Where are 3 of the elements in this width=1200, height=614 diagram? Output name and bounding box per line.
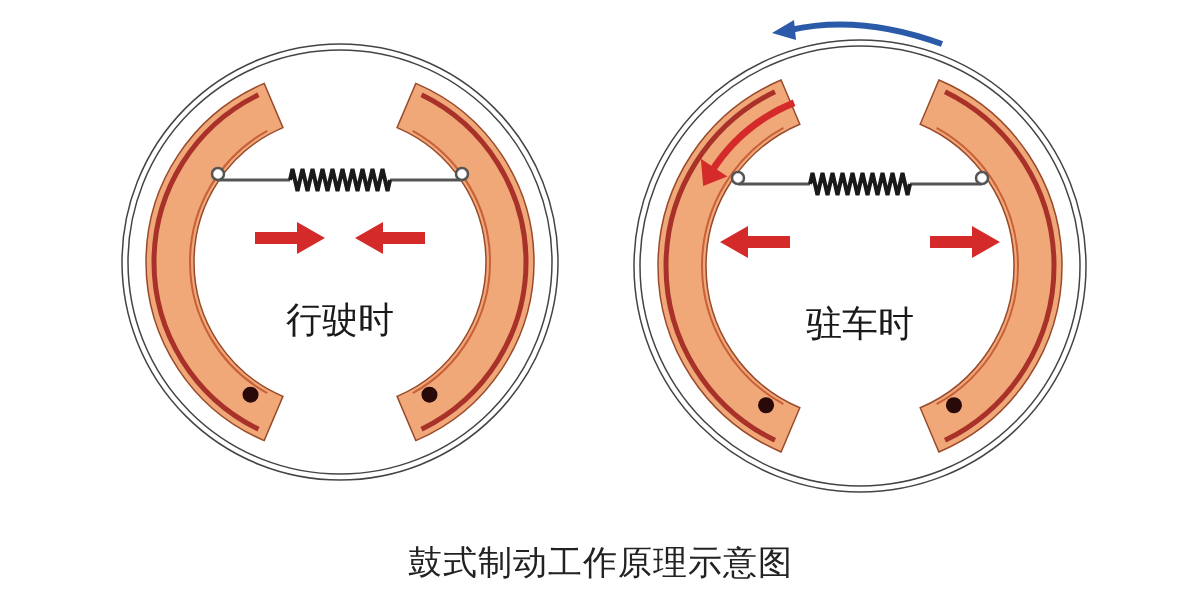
drum-label: 驻车时: [806, 301, 914, 346]
caption: 鼓式制动工作原理示意图: [407, 541, 793, 584]
drum-label: 行驶时: [286, 297, 394, 342]
